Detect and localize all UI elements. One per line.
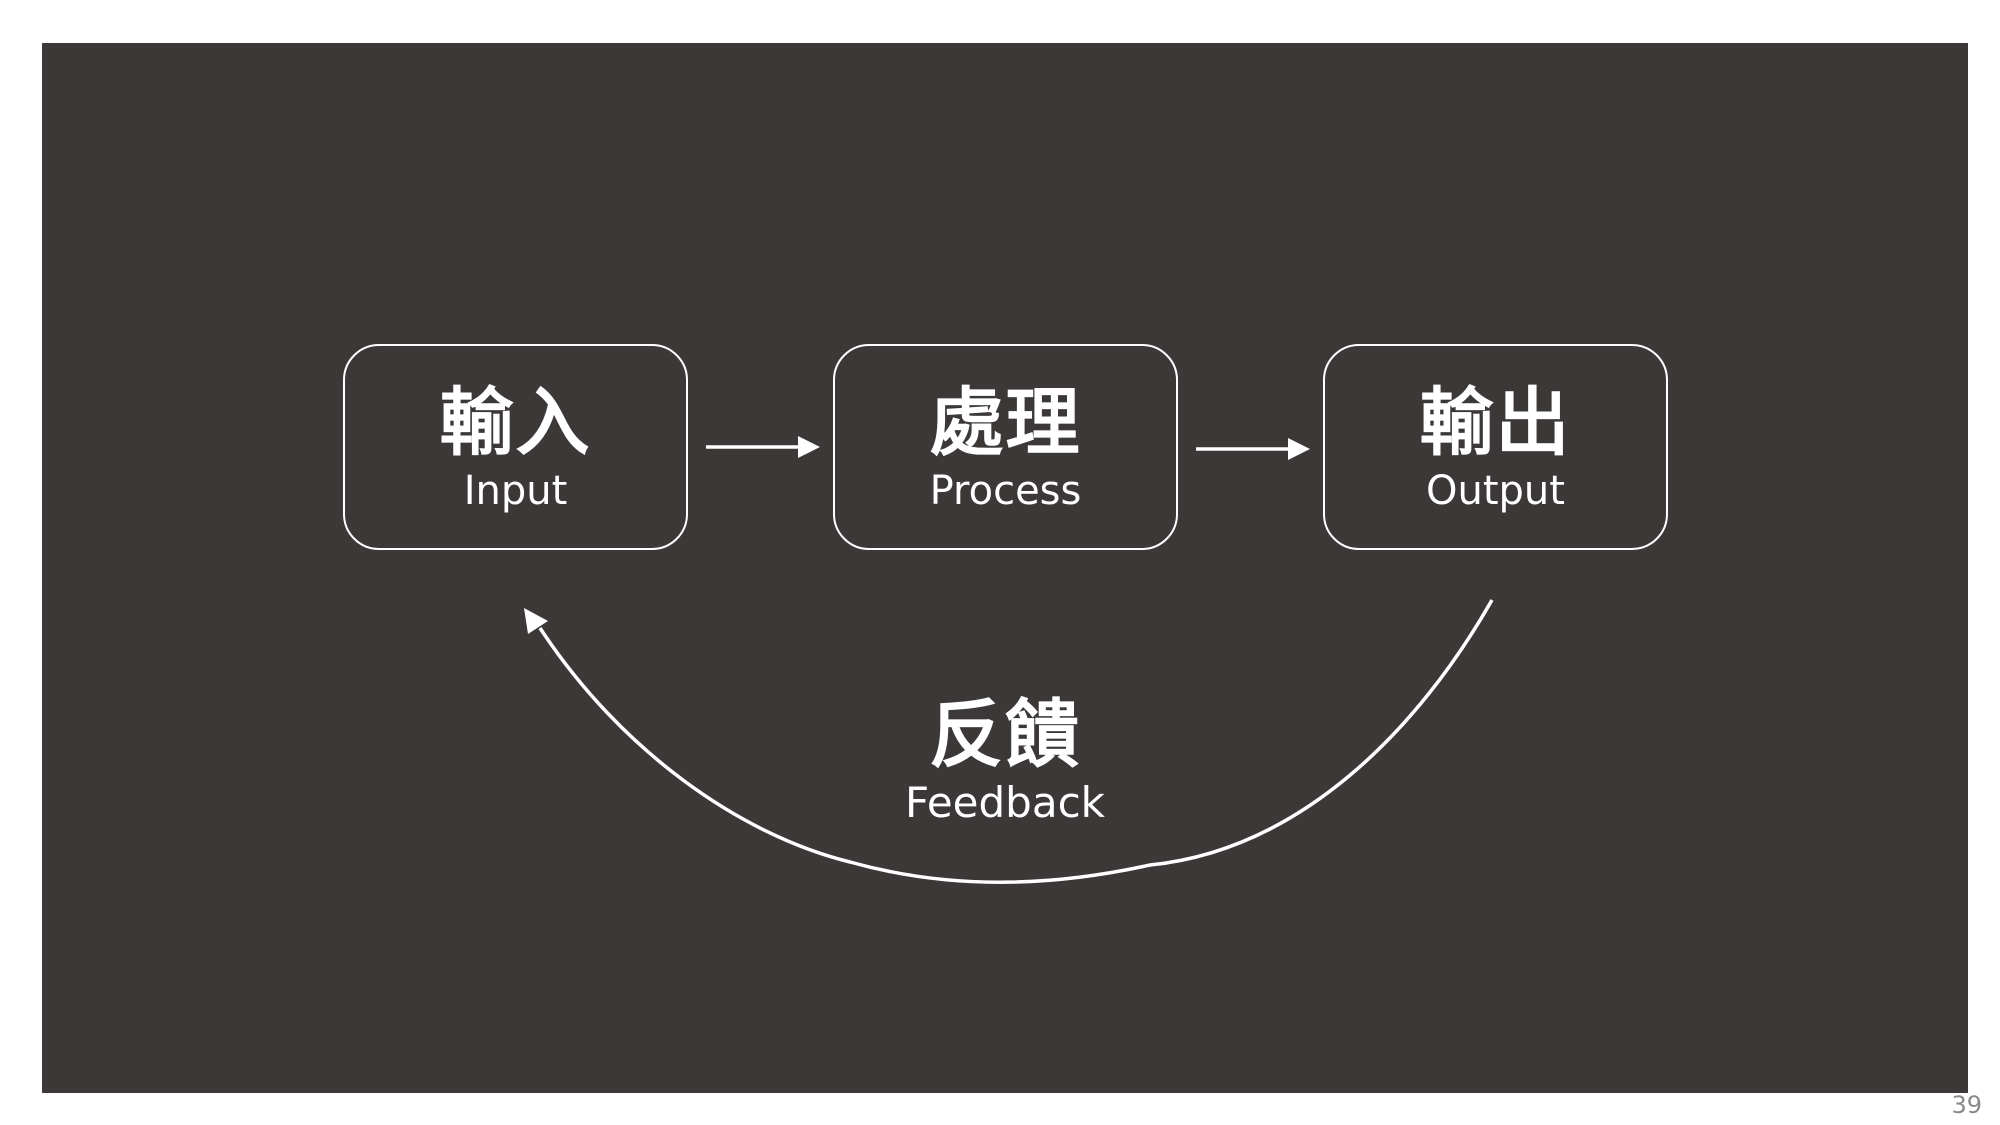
feedback-title: 反饋 [929,692,1081,778]
input-node-title: 輸入 [439,380,592,466]
input-node-subtitle: Input [463,468,568,514]
feedback-subtitle: Feedback [904,778,1105,827]
process-node-subtitle: Process [929,468,1082,514]
slide-background [42,43,1968,1093]
input-node: 輸入 Input [343,344,688,550]
process-node-title: 處理 [929,380,1082,466]
arrowhead-feedback [524,608,548,634]
process-node: 處理 Process [833,344,1178,550]
output-node-subtitle: Output [1426,468,1565,514]
output-node-title: 輸出 [1419,380,1572,466]
arrowhead-process-to-output [1288,438,1310,460]
page-number: 39 [1951,1091,1982,1119]
feedback-label: 反饋 Feedback [855,690,1155,828]
output-node: 輸出 Output [1323,344,1668,550]
feedback-arc-arrow [538,599,1494,884]
arrowhead-input-to-process [798,436,820,458]
